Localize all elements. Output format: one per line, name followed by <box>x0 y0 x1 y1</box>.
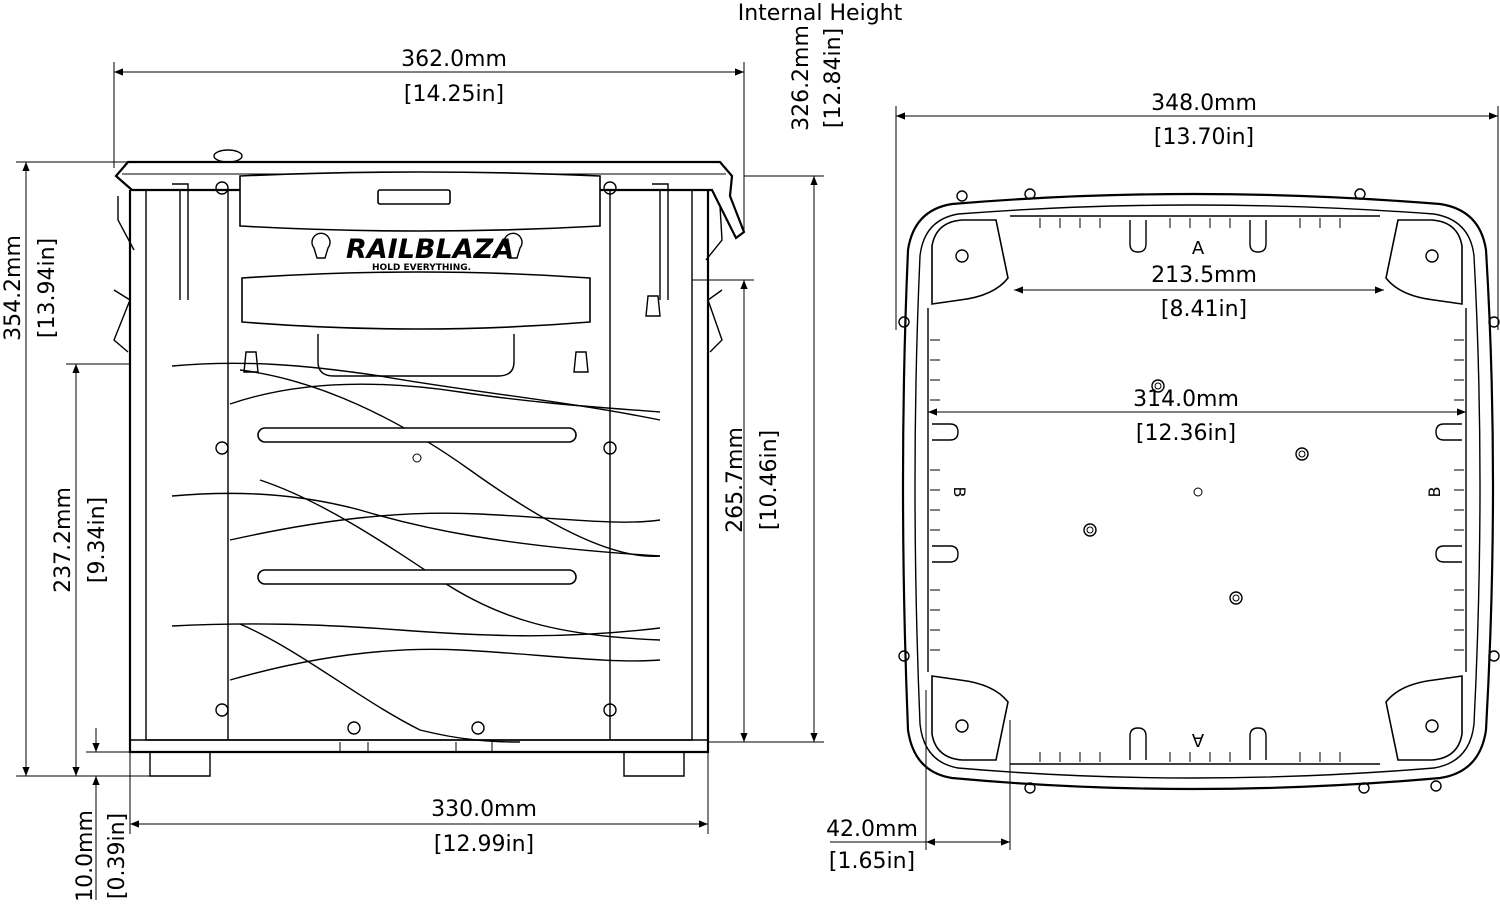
internal-height-in: [12.84in] <box>821 28 846 128</box>
outer-width-mm: 348.0mm <box>1151 91 1257 116</box>
internal-height-label: Internal Height <box>738 1 903 26</box>
foot-height-mm: 10.0mm <box>73 810 98 902</box>
rail-span-in: [8.41in] <box>1161 297 1247 322</box>
front-width-mm: 362.0mm <box>401 47 507 72</box>
marker-a-top: A <box>1192 238 1205 259</box>
base-width-in: [12.99in] <box>434 832 534 857</box>
base-width-mm: 330.0mm <box>431 797 537 822</box>
top-dimensions: 348.0mm [13.70in] 213.5mm [8.41in] 314.0… <box>826 91 1499 874</box>
total-height-in: [13.94in] <box>35 238 60 338</box>
outer-width-in: [13.70in] <box>1154 125 1254 150</box>
side-height-in: [9.34in] <box>85 497 110 583</box>
brand-logo: RAILBLAZA <box>346 234 514 265</box>
front-view: RAILBLAZA HOLD EVERYTHING. <box>113 149 746 777</box>
corner-in: [1.65in] <box>829 849 915 874</box>
total-height-mm: 354.2mm <box>1 235 26 341</box>
marker-a-bottom: A <box>1191 729 1204 750</box>
corner-mm: 42.0mm <box>826 817 918 842</box>
inner-height-in: [10.46in] <box>757 430 782 530</box>
side-height-mm: 237.2mm <box>51 487 76 593</box>
inner-height-mm: 265.7mm <box>723 427 748 533</box>
rail-span-mm: 213.5mm <box>1151 263 1257 288</box>
top-outer-outline <box>901 192 1495 791</box>
inner-width-mm: 314.0mm <box>1133 387 1239 412</box>
foot-height-in: [0.39in] <box>105 813 130 899</box>
marker-b-right: B <box>1425 487 1444 498</box>
marker-b-left: B <box>950 487 969 498</box>
front-width-in: [14.25in] <box>404 82 504 107</box>
front-dimensions: 362.0mm [14.25in] Internal Height 326.2m… <box>1 1 903 902</box>
top-view <box>898 188 1500 794</box>
brand-tagline: HOLD EVERYTHING. <box>372 263 471 273</box>
inner-width-in: [12.36in] <box>1136 421 1236 446</box>
internal-height-mm: 326.2mm <box>789 25 814 131</box>
top-markers: A A B B <box>950 238 1444 750</box>
